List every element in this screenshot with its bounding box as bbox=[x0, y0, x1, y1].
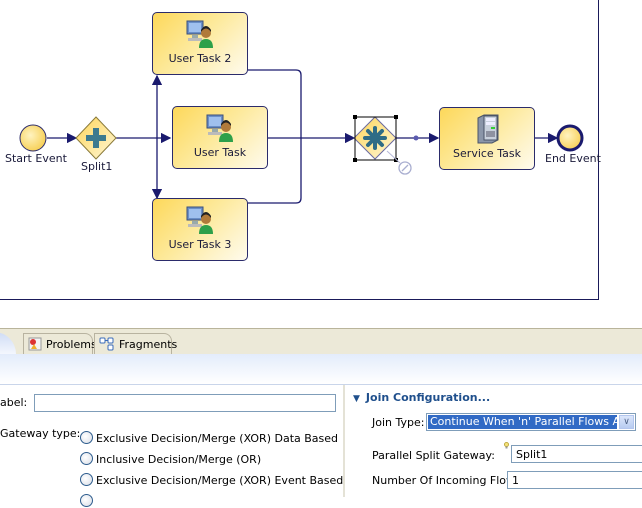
selection-box bbox=[354, 116, 397, 161]
connection-handle-icon[interactable] bbox=[398, 161, 412, 175]
user-task-3-label: User Task 3 bbox=[168, 238, 232, 251]
info-bulb-icon bbox=[504, 442, 509, 449]
radio-button[interactable] bbox=[80, 452, 93, 465]
user-task-label: User Task bbox=[193, 146, 247, 159]
end-event-label: End Event bbox=[545, 152, 601, 165]
radio-button[interactable] bbox=[80, 473, 93, 486]
join-type-label: Join Type: bbox=[372, 416, 425, 429]
service-task-label: Service Task bbox=[453, 147, 521, 160]
gateway-general-section: abel: Gateway type: Exclusive Decision/M… bbox=[0, 385, 343, 507]
join-type-selected-value: Continue When 'n' Parallel Flows Arrive bbox=[428, 415, 617, 429]
resize-handle[interactable] bbox=[394, 158, 398, 162]
radio-partial-hidden[interactable] bbox=[80, 494, 96, 508]
properties-header-band bbox=[0, 354, 642, 385]
user-task-icon bbox=[206, 114, 233, 142]
panel-tab-bar: Problems Fragments bbox=[0, 328, 642, 356]
radio-xor-data-based[interactable]: Exclusive Decision/Merge (XOR) Data Base… bbox=[80, 431, 338, 445]
radio-inclusive-or[interactable]: Inclusive Decision/Merge (OR) bbox=[80, 452, 261, 466]
problems-icon bbox=[28, 337, 42, 351]
tab-properties-active[interactable] bbox=[0, 332, 16, 356]
gateway-type-label: Gateway type: bbox=[0, 427, 81, 440]
split-gateway-shape[interactable] bbox=[75, 116, 117, 160]
radio-button[interactable] bbox=[80, 494, 93, 507]
end-event-shape[interactable] bbox=[556, 124, 584, 152]
split-gateway-label: Split1 bbox=[81, 160, 113, 173]
user-task-icon bbox=[186, 20, 213, 48]
user-task-3[interactable]: User Task 3 bbox=[152, 198, 248, 261]
radio-label: Exclusive Decision/Merge (XOR) Data Base… bbox=[96, 432, 339, 445]
start-event-label: Start Event bbox=[5, 152, 67, 165]
join-config-title: Join Configuration... bbox=[365, 391, 491, 404]
radio-label: Exclusive Decision/Merge (XOR) Event Bas… bbox=[96, 474, 344, 487]
flow-usertask3-join[interactable] bbox=[248, 138, 302, 204]
start-event-shape[interactable] bbox=[19, 124, 47, 152]
server-icon bbox=[477, 114, 499, 144]
user-task[interactable]: User Task bbox=[172, 106, 268, 169]
diagram-canvas[interactable]: User Task 2 User Task User Task 3 Servic… bbox=[0, 0, 642, 300]
tab-problems[interactable]: Problems bbox=[23, 333, 97, 354]
incoming-flow-field[interactable]: 1 bbox=[507, 471, 642, 489]
split-gateway-label: Parallel Split Gateway: bbox=[372, 449, 495, 462]
tab-fragments-label: Fragments bbox=[119, 338, 178, 351]
flow-connectors bbox=[19, 69, 584, 204]
radio-label: Inclusive Decision/Merge (OR) bbox=[96, 453, 262, 466]
split-gateway-field[interactable]: Split1 bbox=[511, 445, 642, 463]
tab-fragments[interactable]: Fragments bbox=[94, 333, 177, 354]
radio-xor-event-based[interactable]: Exclusive Decision/Merge (XOR) Event Bas… bbox=[80, 473, 343, 487]
dropdown-arrow-icon[interactable]: ∨ bbox=[619, 415, 634, 429]
flow-bendpoint[interactable] bbox=[413, 135, 419, 141]
radio-button[interactable] bbox=[80, 431, 93, 444]
join-config-toggle[interactable]: ▼ Join Configuration... bbox=[353, 391, 490, 404]
incoming-flow-label: Number Of Incoming Flow: bbox=[372, 474, 519, 487]
service-task[interactable]: Service Task bbox=[439, 107, 535, 170]
resize-handle[interactable] bbox=[353, 115, 357, 119]
complex-gateway-icon bbox=[363, 126, 387, 150]
flow-usertask2-join[interactable] bbox=[248, 69, 302, 138]
label-field-label: abel: bbox=[0, 396, 28, 409]
label-input[interactable] bbox=[34, 394, 336, 412]
tab-problems-label: Problems bbox=[46, 338, 97, 351]
user-task-2[interactable]: User Task 2 bbox=[152, 12, 248, 75]
resize-handle[interactable] bbox=[353, 158, 357, 162]
join-type-select[interactable]: Continue When 'n' Parallel Flows Arrive … bbox=[426, 413, 636, 431]
user-task-2-label: User Task 2 bbox=[168, 52, 232, 65]
resize-handle[interactable] bbox=[394, 115, 398, 119]
expand-triangle-icon: ▼ bbox=[353, 394, 360, 404]
join-gateway-shape[interactable] bbox=[353, 115, 412, 175]
user-task-icon bbox=[186, 206, 213, 234]
fragments-icon bbox=[99, 337, 114, 351]
join-configuration-section: ▼ Join Configuration... Join Type: Contin… bbox=[343, 385, 642, 497]
